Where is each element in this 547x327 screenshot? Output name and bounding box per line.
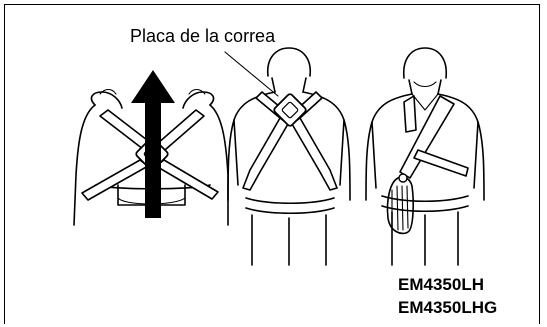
callout-leader-line	[224, 51, 279, 97]
up-arrow-icon	[131, 70, 175, 218]
strap-plate-callout: Placa de la correa	[130, 26, 276, 46]
figure-harness-front	[365, 47, 485, 266]
figure-harness-back	[227, 47, 351, 266]
model-label-2: EM4350LHG	[398, 298, 498, 317]
model-label-1: EM4350LH	[398, 275, 484, 294]
